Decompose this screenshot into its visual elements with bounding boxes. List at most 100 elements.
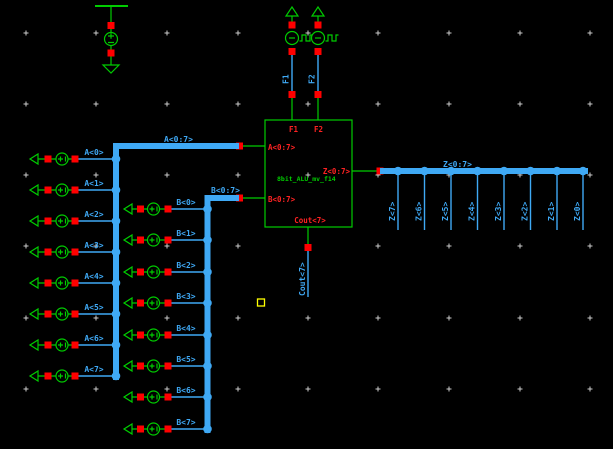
source-polarity-marks (58, 187, 67, 193)
a-bus[interactable]: A<0:7> (111, 135, 239, 381)
source-polarity-marks (149, 394, 158, 400)
vdd-supply-source[interactable] (95, 5, 128, 74)
net-label-z-bus[interactable]: Z<0:7> (443, 160, 472, 169)
z-tap[interactable]: Z<7> (388, 166, 403, 230)
z-tap[interactable]: Z<4> (468, 166, 482, 230)
net-label[interactable]: A<4> (84, 272, 103, 281)
a-input-sources[interactable]: A<0> A<1> A<2> A<3> A<4> A<5> A<6> A<7> (28, 148, 116, 383)
source-polarity-marks (58, 249, 67, 255)
b-input-sources[interactable]: B<0> B<1> B<2> B<3> B<4> B<5> B<6> B<7> (122, 198, 208, 436)
gnd-arrow-icon (28, 152, 39, 166)
gnd-arrow-icon (122, 233, 133, 247)
net-label[interactable]: Z<7> (388, 202, 397, 221)
net-label[interactable]: Z<1> (547, 202, 556, 221)
net-label[interactable]: A<2> (84, 210, 103, 219)
net-label[interactable]: Z<6> (415, 202, 424, 221)
alu-block[interactable]: F1 F2 A<0:7> B<0:7> Z<0:7> Cout<7> 8bit_… (236, 98, 384, 251)
net-label[interactable]: A<3> (84, 241, 103, 250)
net-label[interactable]: Z<0> (573, 202, 582, 221)
pin-square (304, 244, 312, 251)
net-label-f1[interactable]: F1 (282, 74, 291, 84)
gnd-arrow-icon (122, 359, 133, 373)
input-source-row[interactable]: B<2> (122, 261, 208, 279)
net-label[interactable]: A<5> (84, 303, 103, 312)
input-source-row[interactable]: A<2> (28, 210, 116, 228)
net-label[interactable]: B<3> (176, 292, 195, 301)
net-label-b-bus[interactable]: B<0:7> (211, 186, 240, 195)
block-pin-label-f2: F2 (314, 125, 323, 134)
gnd-arrow-icon (28, 369, 39, 383)
net-label[interactable]: Z<3> (494, 202, 503, 221)
net-label[interactable]: Z<5> (441, 202, 450, 221)
net-label[interactable]: B<7> (176, 418, 195, 427)
a-bus-wire[interactable] (113, 143, 239, 380)
z-tap[interactable]: Z<5> (441, 166, 456, 230)
net-label[interactable]: B<2> (176, 261, 195, 270)
source-polarity-marks (58, 280, 67, 286)
input-source-row[interactable]: B<5> (122, 355, 208, 373)
gnd-arrow-icon (28, 307, 39, 321)
pin-square (71, 372, 79, 380)
b-bus-wire[interactable] (204, 195, 240, 433)
pin-square (107, 49, 115, 57)
pulse-source-f1[interactable]: F1 (282, 5, 313, 98)
input-source-row[interactable]: A<6> (28, 334, 116, 352)
input-source-row[interactable]: B<4> (122, 324, 208, 342)
pin-square (44, 372, 52, 380)
source-polarity-marks (58, 373, 67, 379)
net-label[interactable]: B<4> (176, 324, 195, 333)
gnd-arrow-icon (122, 296, 133, 310)
pin-square (44, 248, 52, 256)
z-tap[interactable]: Z<0> (573, 166, 588, 230)
net-label[interactable]: A<6> (84, 334, 103, 343)
vdd-arrow-icon (284, 5, 300, 17)
net-label-f2[interactable]: F2 (308, 74, 317, 84)
z-tap[interactable]: Z<3> (494, 166, 509, 230)
net-label[interactable]: A<1> (84, 179, 103, 188)
input-source-row[interactable]: B<1> (122, 229, 208, 247)
z-tap[interactable]: Z<1> (547, 166, 562, 230)
input-source-row[interactable]: A<1> (28, 179, 116, 197)
pin-square (314, 21, 322, 29)
source-polarity-marks (149, 237, 158, 243)
input-source-row[interactable]: A<0> (28, 148, 116, 166)
net-label-a-bus[interactable]: A<0:7> (164, 135, 193, 144)
net-label[interactable]: Z<4> (468, 202, 477, 221)
gnd-arrow-icon (122, 265, 133, 279)
pin-square (44, 341, 52, 349)
pin-square (288, 48, 296, 55)
z-bus-taps[interactable]: Z<7> Z<6> Z<5> Z<4> Z<3> Z<2> Z<1> Z<0> (388, 166, 588, 230)
net-label-cout[interactable]: Cout<7> (298, 262, 307, 296)
pin-square (137, 331, 144, 339)
pin-square (71, 341, 79, 349)
input-source-row[interactable]: A<5> (28, 303, 116, 321)
z-tap[interactable]: Z<2> (521, 166, 535, 230)
input-source-row[interactable]: B<0> (122, 198, 208, 216)
input-source-row[interactable]: B<6> (122, 386, 208, 404)
input-source-row[interactable]: B<7> (122, 418, 208, 436)
pin-square (137, 236, 144, 244)
net-label[interactable]: A<7> (84, 365, 103, 374)
pin-square (44, 155, 52, 163)
net-label[interactable]: B<6> (176, 386, 195, 395)
net-label[interactable]: B<0> (176, 198, 195, 207)
z-bus[interactable]: Z<0:7> Z<7> Z<6> Z<5> Z<4> Z<3> Z<2> Z<1> Z<0> (380, 160, 588, 230)
input-source-row[interactable]: A<3> (28, 241, 116, 259)
cout-net[interactable]: Cout<7> (298, 251, 309, 297)
z-tap[interactable]: Z<6> (415, 166, 429, 230)
net-label[interactable]: A<0> (84, 148, 103, 157)
net-label[interactable]: B<5> (176, 355, 195, 364)
gnd-arrow-icon (122, 202, 133, 216)
input-source-row[interactable]: A<4> (28, 272, 116, 290)
pin-square (164, 331, 172, 339)
input-source-row[interactable]: B<3> (122, 292, 208, 310)
pulse-source-f2[interactable]: F2 (308, 5, 339, 98)
net-label[interactable]: B<1> (176, 229, 195, 238)
input-source-row[interactable]: A<7> (28, 365, 116, 383)
gnd-arrow-icon (28, 245, 39, 259)
pin-square (137, 362, 144, 370)
b-bus[interactable]: B<0:7> (203, 186, 240, 434)
net-label[interactable]: Z<2> (521, 202, 530, 221)
pin-square (164, 236, 172, 244)
